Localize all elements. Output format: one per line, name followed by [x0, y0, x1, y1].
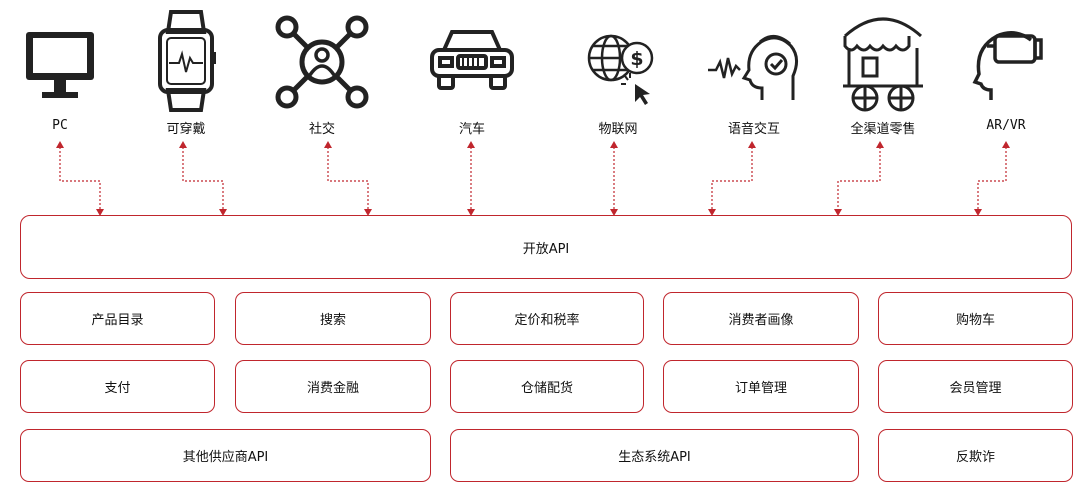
- service-label: 购物车: [955, 313, 995, 328]
- channel-wearable: 可穿戴: [126, 0, 246, 140]
- car-icon: [430, 30, 514, 90]
- service-label: 会员管理: [949, 381, 1002, 396]
- vr-headset-icon: [972, 31, 1043, 100]
- channel-label: 全渠道零售: [850, 122, 916, 137]
- social-network-icon: [275, 15, 369, 109]
- service-consumer-profile: 消费者画像: [663, 292, 859, 345]
- channel-omnichannel: 全渠道零售: [823, 0, 943, 140]
- service-label: 仓储配货: [520, 381, 573, 396]
- service-label: 其他供应商API: [182, 450, 269, 465]
- iot-globe-icon: $: [587, 34, 654, 105]
- channel-iot: $ 物联网: [558, 0, 678, 140]
- service-label: 定价和税率: [514, 313, 580, 328]
- service-label: 消费者画像: [728, 313, 794, 328]
- service-ecosystem-api: 生态系统API: [450, 429, 859, 482]
- service-product-catalog: 产品目录: [20, 292, 215, 345]
- service-label: 产品目录: [91, 313, 144, 328]
- service-order-management: 订单管理: [663, 360, 859, 413]
- channel-arvr: AR/VR: [946, 0, 1066, 140]
- service-shopping-cart: 购物车: [878, 292, 1073, 345]
- service-label: 生态系统API: [618, 450, 691, 465]
- channel-voice: 语音交互: [694, 0, 814, 140]
- service-anti-fraud: 反欺诈: [878, 429, 1073, 482]
- channel-label: 社交: [308, 122, 335, 137]
- service-label: 反欺诈: [955, 450, 995, 465]
- open-api-bar: 开放API: [20, 215, 1072, 279]
- service-label: 支付: [104, 381, 131, 396]
- channel-label: 可穿戴: [166, 122, 206, 137]
- smartwatch-icon: [158, 10, 216, 112]
- channel-label: AR/VR: [986, 118, 1026, 133]
- service-consumer-finance: 消费金融: [235, 360, 431, 413]
- channel-label: 汽车: [458, 122, 485, 137]
- channel-label: 语音交互: [727, 122, 780, 137]
- service-warehouse: 仓储配货: [450, 360, 644, 413]
- svg-text:$: $: [630, 48, 643, 70]
- service-search: 搜索: [235, 292, 431, 345]
- service-label: 搜索: [319, 313, 346, 328]
- service-label: 消费金融: [306, 381, 359, 396]
- service-pricing-tax: 定价和税率: [450, 292, 644, 345]
- channel-label: PC: [52, 118, 68, 133]
- service-membership: 会员管理: [878, 360, 1073, 413]
- channel-social: 社交: [262, 0, 382, 140]
- service-label: 订单管理: [734, 381, 787, 396]
- open-api-label: 开放API: [522, 241, 570, 257]
- channel-car: 汽车: [412, 0, 532, 140]
- monitor-icon: [26, 32, 94, 98]
- channel-label: 物联网: [598, 122, 638, 137]
- voice-assistant-icon: [708, 35, 798, 100]
- market-stall-icon: [843, 17, 923, 112]
- service-supplier-api: 其他供应商API: [20, 429, 431, 482]
- channel-pc: PC: [0, 0, 120, 140]
- service-payment: 支付: [20, 360, 215, 413]
